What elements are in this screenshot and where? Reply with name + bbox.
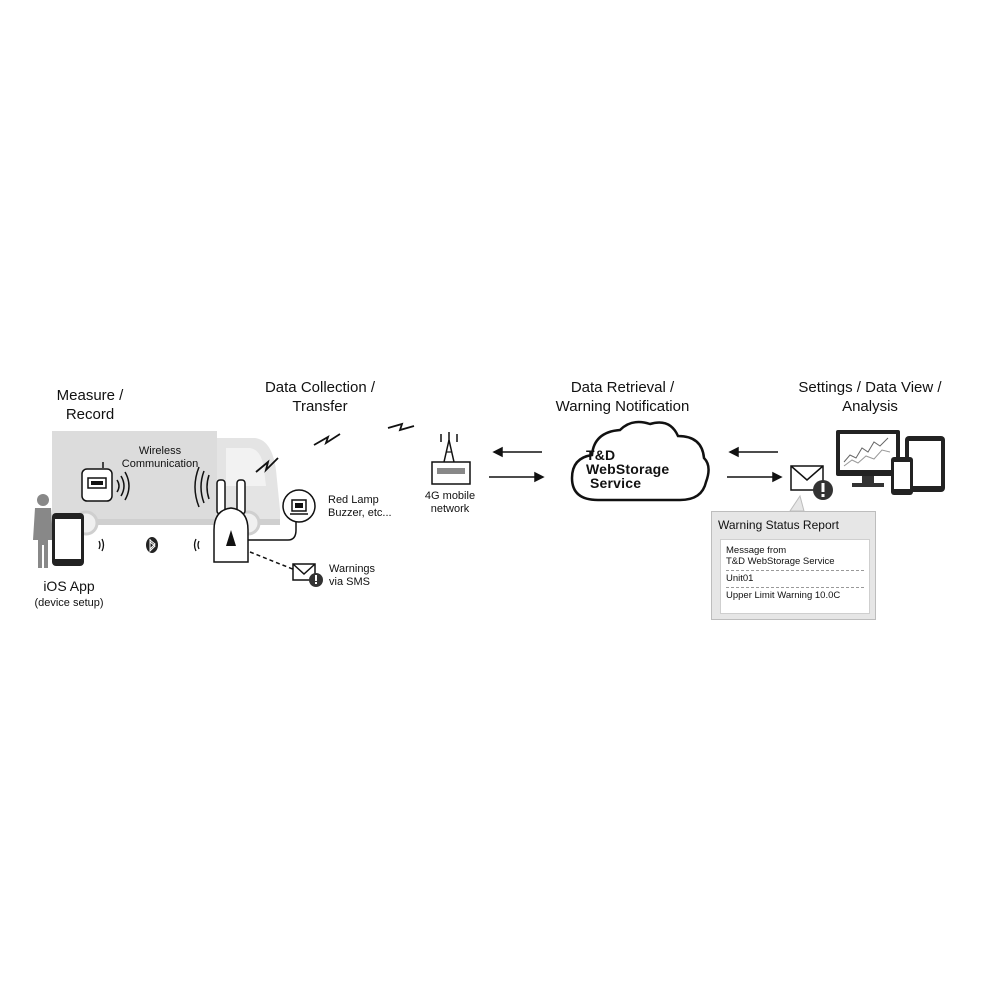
report-message-line-1: Message from	[726, 545, 787, 556]
cloud-icon	[570, 420, 710, 502]
arrows-network-cloud	[489, 446, 545, 483]
cloud-line-1: T&D	[586, 447, 616, 463]
report-message-row: Message from T&D WebStorage Service	[726, 543, 864, 571]
mail-alert-icon	[790, 465, 833, 500]
arrows-cloud-devices	[727, 446, 783, 483]
mobile-network-label: 4G mobile network	[424, 490, 476, 515]
cloud-service-name: T&D WebStorage Service	[586, 448, 706, 490]
smartphone-right-icon	[891, 457, 913, 495]
bluetooth-icon	[146, 537, 158, 553]
transmission-signal-icon	[255, 422, 415, 473]
cloud-line-3: Service	[590, 475, 642, 491]
cloud-line-2: WebStorage	[586, 461, 670, 477]
warning-lamp-icon	[282, 489, 316, 523]
data-logger-icon	[81, 462, 113, 502]
warning-status-report: Warning Status Report Message from T&D W…	[711, 511, 876, 620]
wireless-label: Wireless Communication	[121, 445, 199, 470]
base-unit-icon	[213, 479, 249, 563]
monitor-icon	[836, 430, 900, 487]
section-measure-title: Measure / Record	[56, 387, 124, 423]
warnings-sms-label: Warnings via SMS	[329, 563, 376, 588]
person-icon	[33, 494, 53, 568]
section-collection-title: Data Collection / Transfer	[264, 379, 376, 415]
red-lamp-label: Red Lamp Buzzer, etc...	[328, 494, 392, 519]
report-body: Message from T&D WebStorage Service Unit…	[720, 539, 870, 614]
report-unit-row: Unit01	[726, 571, 864, 588]
report-title: Warning Status Report	[718, 518, 839, 532]
report-warning-row: Upper Limit Warning 10.0C	[726, 590, 841, 601]
section-settings-title: Settings / Data View / Analysis	[798, 379, 942, 415]
sms-mail-icon	[292, 563, 323, 587]
phone-signal-icon	[98, 538, 200, 552]
wireless-signal-icon	[116, 466, 210, 508]
smartphone-icon	[52, 513, 84, 566]
ios-app-label: iOS App	[43, 578, 95, 594]
cell-tower-icon	[431, 432, 471, 485]
tablet-icon	[905, 436, 945, 492]
device-setup-label: (device setup)	[34, 597, 104, 609]
section-retrieval-title: Data Retrieval / Warning Notification	[555, 379, 690, 415]
report-message-line-2: T&D WebStorage Service	[726, 556, 835, 567]
